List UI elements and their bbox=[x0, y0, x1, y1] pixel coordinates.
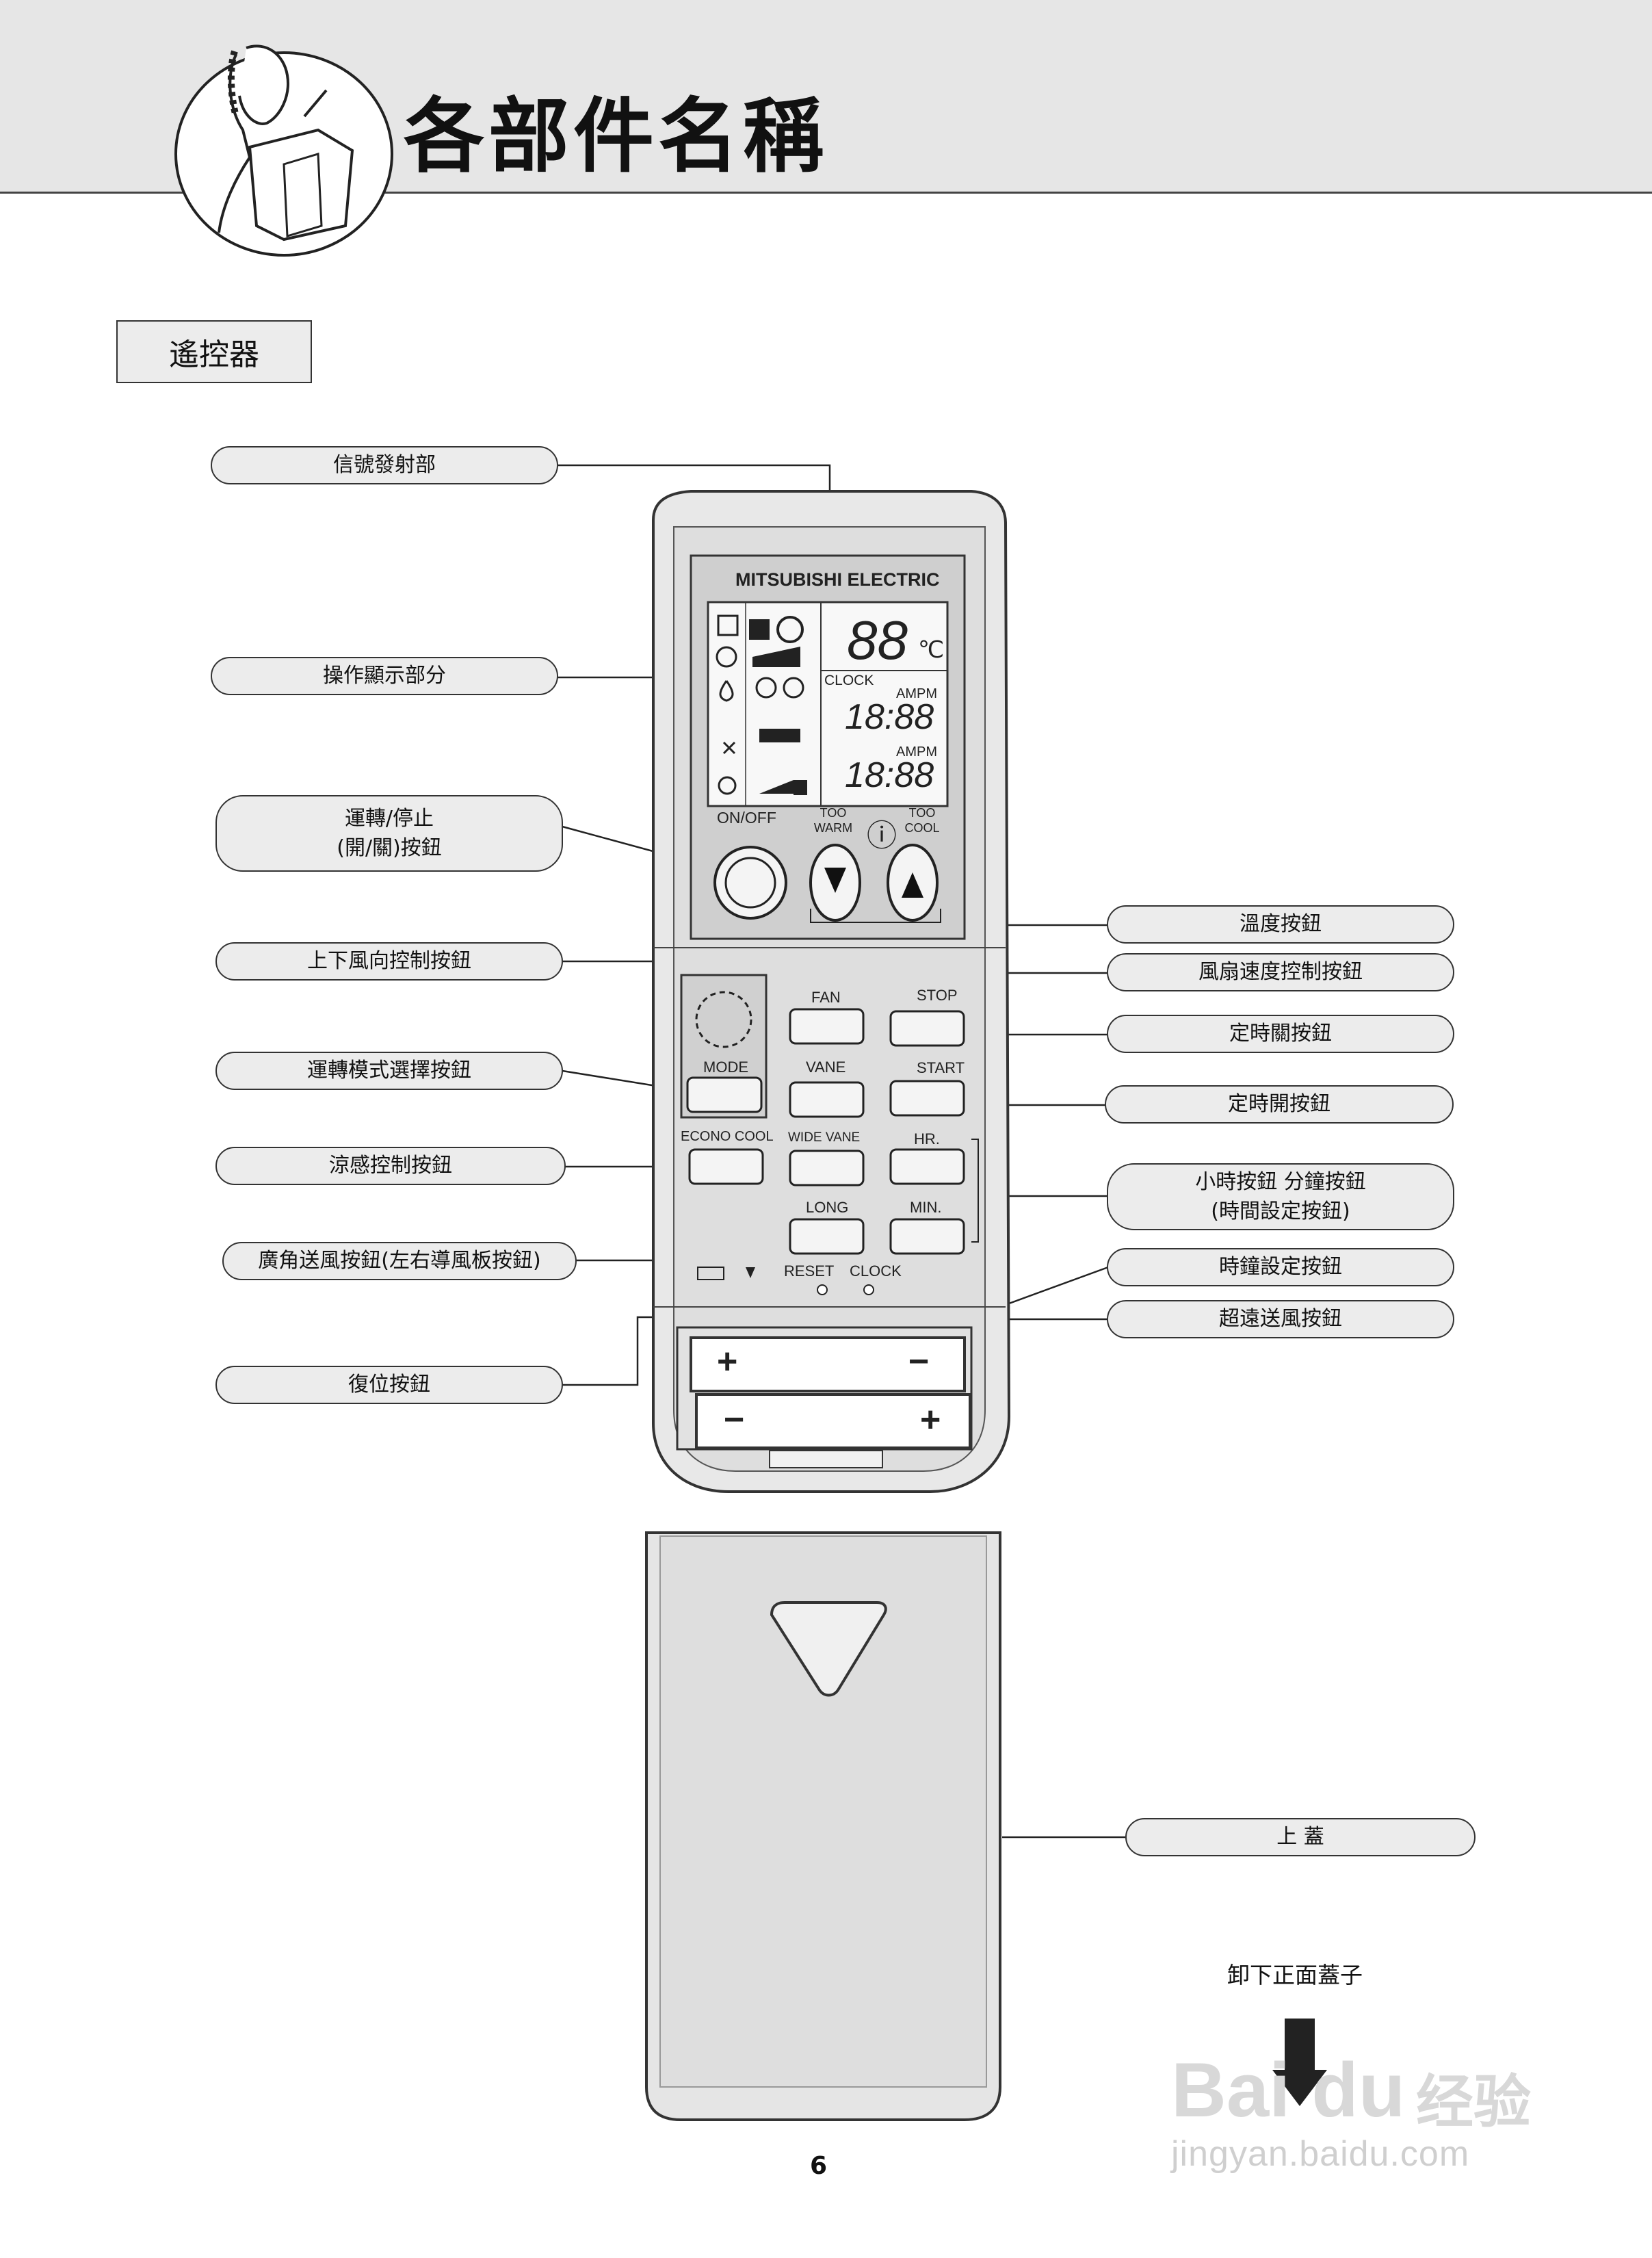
callout-reset: 復位按鈕 bbox=[215, 1366, 563, 1404]
watermark-cn: 经验 bbox=[1416, 2068, 1532, 2136]
reset-label: RESET bbox=[784, 1262, 835, 1280]
watermark-url: jingyan.baidu.com bbox=[1171, 2134, 1470, 2174]
long-label: LONG bbox=[806, 1199, 849, 1216]
page-number: 6 bbox=[810, 2152, 828, 2180]
remote-brand: MITSUBISHI ELECTRIC bbox=[735, 569, 940, 590]
reading-person-illustration bbox=[174, 44, 393, 257]
callout-cover: 上 蓋 bbox=[1125, 1818, 1476, 1856]
callout-wide-vane: 廣角送風按鈕(左右導風板按鈕) bbox=[222, 1242, 577, 1280]
lcd-time-1: 18:88 bbox=[845, 697, 934, 737]
callout-hour-min-line1: 小時按鈕 分鐘按鈕 bbox=[1195, 1169, 1366, 1194]
callout-display: 操作顯示部分 bbox=[211, 657, 558, 695]
callout-vane-updown: 上下風向控制按鈕 bbox=[215, 942, 563, 981]
too-cool-label: TOO COOL bbox=[904, 806, 940, 835]
remove-cover-instruction: 卸下正面蓋子 bbox=[1227, 1962, 1363, 1988]
stop-label: STOP bbox=[917, 987, 958, 1004]
battery1-plus: + bbox=[717, 1342, 738, 1381]
callout-long-airflow: 超遠送風按鈕 bbox=[1107, 1300, 1454, 1338]
wide-vane-label: WIDE VANE bbox=[788, 1130, 861, 1145]
callout-fan-speed: 風扇速度控制按鈕 bbox=[1107, 953, 1454, 991]
callout-onoff-line2: (開/關)按鈕 bbox=[337, 836, 442, 860]
econo-cool-label: ECONO COOL bbox=[681, 1129, 774, 1144]
battery1-minus: − bbox=[908, 1342, 930, 1381]
mode-label: MODE bbox=[703, 1059, 748, 1076]
lcd-unit: ℃ bbox=[918, 637, 945, 663]
battery2-minus: − bbox=[724, 1400, 745, 1440]
start-label: START bbox=[917, 1059, 965, 1076]
vane-label: VANE bbox=[806, 1059, 846, 1076]
lcd-time-2: 18:88 bbox=[845, 755, 934, 795]
lcd-ampm-2: AMPM bbox=[896, 744, 937, 760]
callout-timer-off: 定時關按鈕 bbox=[1107, 1015, 1454, 1053]
min-label: MIN. bbox=[910, 1199, 942, 1216]
lcd-ampm-1: AMPM bbox=[896, 686, 937, 701]
hr-label: HR. bbox=[914, 1130, 940, 1147]
callout-econo-cool: 涼感控制按鈕 bbox=[215, 1147, 566, 1185]
clock-label: CLOCK bbox=[850, 1262, 902, 1280]
callout-hour-min: 小時按鈕 分鐘按鈕 (時間設定按鈕) bbox=[1107, 1163, 1454, 1230]
callout-onoff-line1: 運轉/停止 bbox=[344, 806, 434, 831]
callout-mode-select: 運轉模式選擇按鈕 bbox=[215, 1052, 563, 1090]
callout-clock-set: 時鐘設定按鈕 bbox=[1107, 1248, 1454, 1286]
too-warm-label: TOO WARM bbox=[813, 806, 853, 835]
lcd-clock-label: CLOCK bbox=[824, 673, 874, 688]
callout-temperature: 溫度按鈕 bbox=[1107, 905, 1454, 944]
callout-hour-min-line2: (時間設定按鈕) bbox=[1211, 1199, 1350, 1223]
battery2-plus: + bbox=[920, 1400, 941, 1440]
watermark-brand: Bai du bbox=[1171, 2047, 1406, 2133]
section-label: 遙控器 bbox=[116, 320, 312, 383]
page-title: 各部件名稱 bbox=[404, 89, 828, 183]
lcd-temperature: 88 bbox=[847, 610, 908, 671]
i-see-icon: ⓘ bbox=[867, 819, 897, 853]
callout-signal: 信號發射部 bbox=[211, 446, 558, 484]
callout-onoff: 運轉/停止 (開/關)按鈕 bbox=[215, 795, 563, 872]
onoff-label: ON/OFF bbox=[717, 809, 776, 827]
callout-timer-on: 定時開按鈕 bbox=[1105, 1085, 1454, 1124]
fan-label: FAN bbox=[811, 989, 841, 1006]
